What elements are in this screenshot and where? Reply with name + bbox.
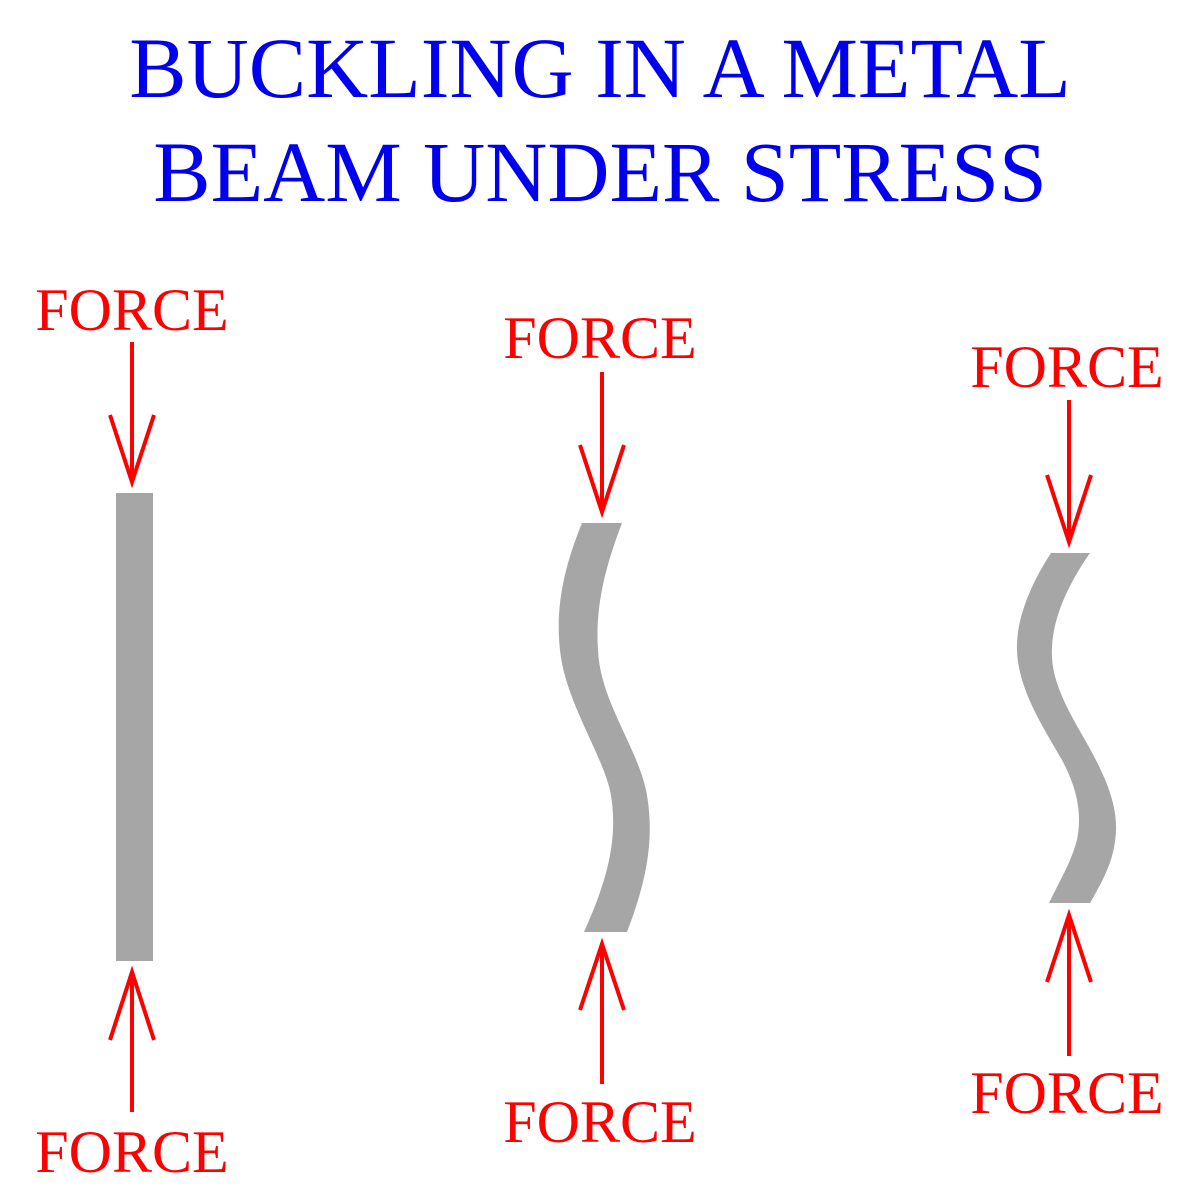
force-arrow-bottom-1 [108,965,156,1112]
beam-group-2: FORCE FORCE [503,305,696,1155]
title-line-2: BEAM UNDER STRESS [153,124,1047,220]
beam-2-buckled [558,523,650,932]
force-label-bottom-3: FORCE [970,1060,1163,1126]
force-label-top-3: FORCE [970,334,1163,400]
force-label-bottom-2: FORCE [503,1089,696,1155]
beam-3-buckled [1016,553,1117,903]
force-label-top-1: FORCE [35,277,228,343]
force-arrow-top-1 [108,342,156,489]
title-line-1: BUCKLING IN A METAL [129,20,1070,116]
beam-1-straight [116,493,153,961]
force-arrow-bottom-3 [1045,908,1093,1056]
force-arrow-bottom-2 [578,937,626,1084]
beam-group-1: FORCE FORCE [35,277,228,1185]
force-arrow-top-2 [578,372,626,519]
force-label-top-2: FORCE [503,305,696,371]
force-arrow-top-3 [1045,400,1093,549]
beam-group-3: FORCE FORCE [970,334,1163,1126]
force-label-bottom-1: FORCE [35,1119,228,1185]
